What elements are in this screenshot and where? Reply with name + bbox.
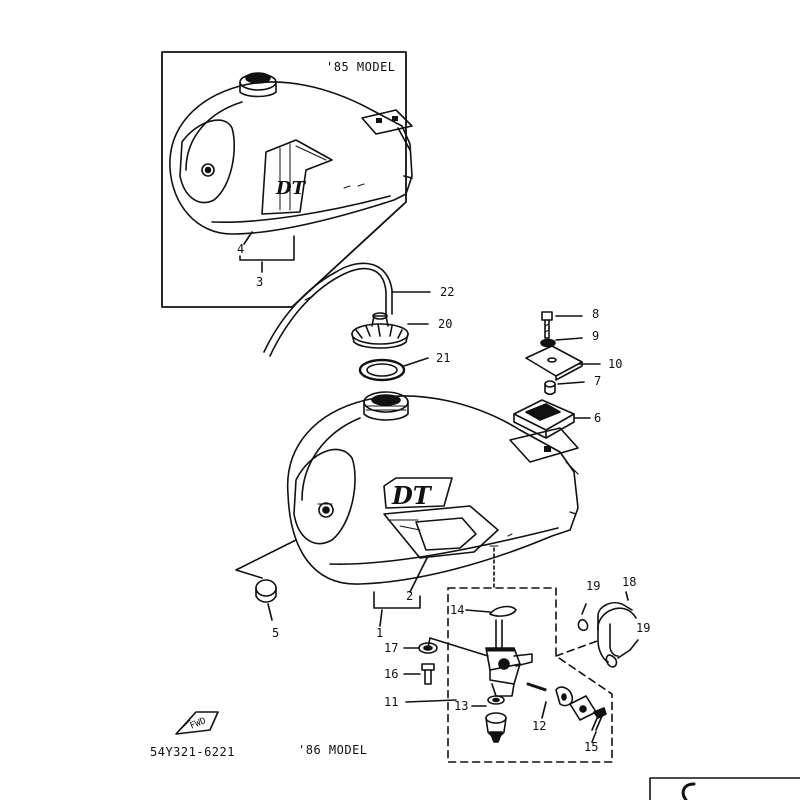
cap-gasket-icon	[358, 358, 406, 382]
leader-12	[541, 701, 547, 719]
callout-10: 10	[608, 357, 622, 371]
leader-21	[403, 357, 429, 367]
collar-icon	[544, 380, 556, 396]
lever-spring-icon	[526, 682, 548, 692]
model-85-label: '85 MODEL	[326, 60, 396, 74]
tank-85-icon: DT	[169, 72, 413, 235]
callout-2: 2	[406, 589, 413, 603]
callout-17: 17	[384, 641, 398, 655]
callout-20: 20	[438, 317, 452, 331]
fuel-cock-assembly-box	[447, 587, 613, 763]
callout-1: 1	[376, 626, 383, 640]
bracket-1	[373, 591, 421, 609]
screw-icon	[421, 663, 435, 685]
leader-9	[555, 337, 583, 341]
callout-16: 16	[384, 667, 398, 681]
callout-21: 21	[436, 351, 450, 365]
sediment-cup-icon	[485, 695, 507, 743]
leader-1	[379, 609, 383, 627]
callout-11: 11	[384, 695, 398, 709]
leader-2	[409, 555, 429, 593]
breather-hose-icon	[263, 262, 393, 357]
lever-plate-icon	[555, 686, 597, 721]
callout-13: 13	[454, 699, 468, 713]
callout-8: 8	[592, 307, 599, 321]
panel-screw-icon	[591, 707, 607, 731]
fuel-tank-86-icon: DT	[286, 391, 579, 585]
hose-connection-dash	[555, 639, 601, 657]
callout-19-lower: 19	[636, 621, 650, 635]
part-number-code: 54Y321-6221	[150, 745, 235, 759]
model-85-inset: DT 4 3 '85 MODEL	[161, 51, 413, 308]
fwd-arrow-icon: FWD	[175, 711, 219, 735]
callout-5: 5	[272, 626, 279, 640]
fwd-arrow-label: FWD	[189, 716, 208, 731]
leader-5-pointer	[235, 539, 297, 579]
filler-cap-icon	[351, 312, 409, 349]
callout-9: 9	[592, 329, 599, 343]
grommet-icon	[255, 579, 277, 603]
page-corner-frame	[649, 777, 800, 800]
callout-6: 6	[594, 411, 601, 425]
leader-15	[591, 731, 597, 743]
o-ring-icon	[418, 642, 438, 654]
fuel-cock-icon	[485, 619, 533, 697]
callout-7: 7	[594, 374, 601, 388]
fuel-hose-icon	[597, 601, 637, 663]
callout-4: 4	[237, 242, 244, 256]
hose-clip-upper-icon	[577, 603, 589, 632]
callout-18: 18	[622, 575, 636, 589]
leader-5	[267, 603, 273, 621]
filter-clip-icon	[489, 605, 517, 617]
leader-18	[625, 591, 629, 601]
callout-15: 15	[584, 740, 598, 754]
leader-14	[465, 609, 491, 613]
bracket-3	[239, 235, 295, 261]
callout-14: 14	[450, 603, 464, 617]
decal-logo-86: DT	[391, 481, 433, 510]
page-corner-mark	[681, 782, 696, 800]
leader-17-pointer	[427, 637, 489, 657]
callout-22: 22	[440, 285, 454, 299]
callout-19-upper: 19	[586, 579, 600, 593]
inset-frame	[161, 51, 407, 308]
bolt-icon	[541, 311, 553, 339]
decal-logo-85: DT	[275, 178, 307, 199]
leader-7	[557, 381, 585, 385]
leader-4	[243, 231, 253, 245]
washer-icon	[540, 338, 556, 348]
mount-plate-icon	[525, 345, 583, 381]
callout-3: 3	[256, 275, 263, 289]
model-86-label: '86 MODEL	[298, 743, 368, 757]
hose-clip-lower-icon	[605, 639, 639, 668]
callout-12: 12	[532, 719, 546, 733]
leader-11	[405, 699, 457, 703]
rubber-damper-icon	[513, 399, 575, 439]
